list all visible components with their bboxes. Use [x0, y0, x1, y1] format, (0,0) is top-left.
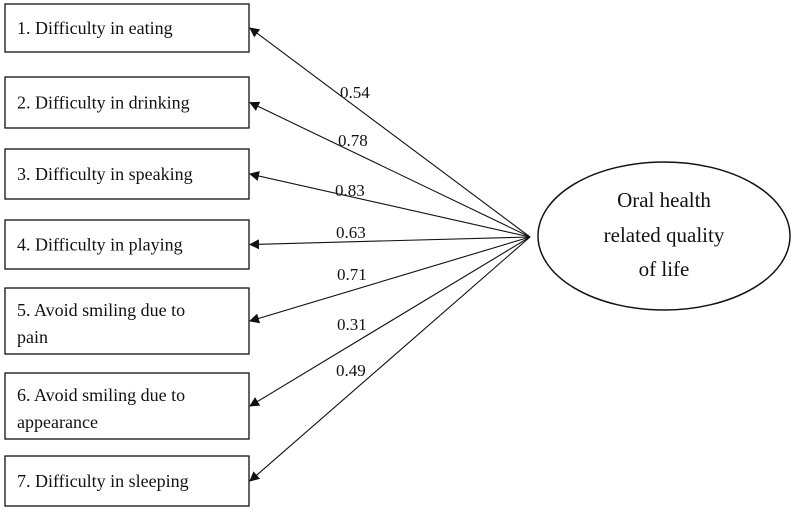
latent-label-line-3: of life: [639, 257, 690, 281]
indicator-label-2-line-1: 2. Difficulty in drinking: [17, 93, 190, 113]
loading-value-6: 0.31: [337, 315, 367, 334]
loading-arrow-2: [249, 101, 531, 238]
loading-arrows: 0.54 0.78 0.83 0.63 0.71 0.31 0.49: [249, 27, 531, 482]
loading-arrow-5: [249, 236, 531, 324]
loading-value-3: 0.83: [335, 181, 365, 200]
latent-label-line-1: Oral health: [617, 188, 711, 212]
loading-arrow-1: [249, 27, 531, 238]
indicator-label-4-line-1: 4. Difficulty in playing: [17, 235, 183, 255]
latent-ellipse: [537, 161, 791, 311]
loading-arrow-7: [249, 236, 531, 482]
latent-label-line-2: related quality: [604, 223, 725, 247]
indicator-box-7: [4, 455, 250, 507]
indicator-box-3: [4, 148, 250, 200]
indicator-box-1: [4, 3, 250, 53]
loading-value-4: 0.63: [336, 223, 366, 242]
loading-arrow-3: [249, 171, 531, 238]
loading-arrow-4: [249, 236, 531, 250]
loading-arrow-6: [249, 236, 531, 407]
indicator-box-4: [4, 219, 250, 270]
indicator-label-7-line-1: 7. Difficulty in sleeping: [17, 471, 189, 491]
indicator-label-5-line-1: 5. Avoid smiling due to: [17, 300, 185, 320]
indicator-label-6-line-1: 6. Avoid smiling due to: [17, 385, 185, 405]
indicator-label-3-line-1: 3. Difficulty in speaking: [17, 164, 193, 184]
indicator-label-5-line-2: pain: [17, 327, 48, 347]
indicator-box-5: [4, 287, 250, 355]
indicator-label-6-line-2: appearance: [17, 412, 98, 432]
latent-variable: Oral health related quality of life: [537, 161, 791, 311]
loading-value-7: 0.49: [336, 361, 366, 380]
loading-value-5: 0.71: [337, 265, 367, 284]
indicator-box-6: [4, 372, 250, 440]
indicator-boxes: 1. Difficulty in eating 2. Difficulty in …: [4, 3, 250, 507]
loading-value-2: 0.78: [338, 131, 368, 150]
indicator-label-1-line-1: 1. Difficulty in eating: [17, 18, 173, 38]
indicator-box-2: [4, 76, 250, 129]
loading-value-1: 0.54: [340, 83, 370, 102]
